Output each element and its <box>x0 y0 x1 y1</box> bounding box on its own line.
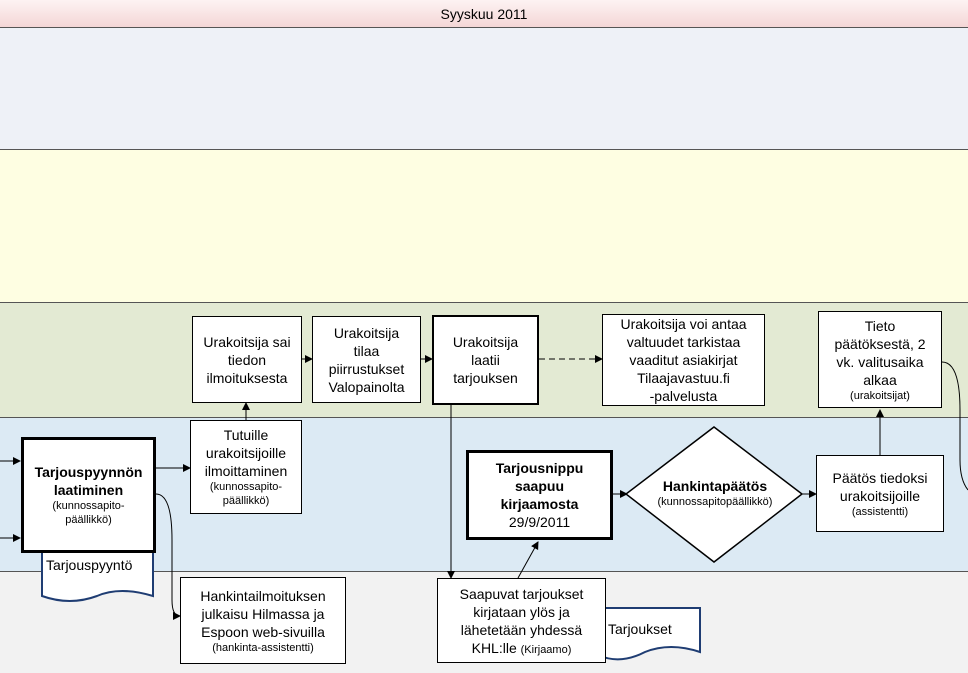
box-tutuille-ilmoittaminen: Tutuille urakoitsijoille ilmoittaminen (… <box>190 420 302 514</box>
box-text-line: KHL:lle (Kirjaamo) <box>472 639 572 657</box>
box-role-label: päällikkö) <box>222 495 270 507</box>
box-text-line: ilmoittaminen <box>204 463 288 479</box>
box-tarjouspyynnon-laatiminen: Tarjouspyynnön laatiminen (kunnossapito-… <box>21 437 156 553</box>
box-text-line: laatii <box>471 352 500 368</box>
box-role-label: (kunnossapito- <box>52 500 125 512</box>
swimlane-1 <box>0 28 968 150</box>
box-text-line: tilaa <box>353 342 380 359</box>
swimlane-2 <box>0 150 968 303</box>
box-text-line: kirjaamosta <box>500 496 579 512</box>
document-shape-tarjoukset <box>597 607 701 661</box>
box-role-label: (urakoitsijat) <box>850 389 910 402</box>
box-text-line: Urakoitsija <box>452 334 519 350</box>
decision-diamond <box>624 426 804 563</box>
box-text-line: vaaditut asiakirjat <box>629 352 738 368</box>
document-label-tarjouspyynto: Tarjouspyyntö <box>46 557 133 573</box>
box-tieto-paatoksesta: Tieto päätöksestä, 2 vk. valitusaika alk… <box>818 311 942 408</box>
box-text-line: -palvelusta <box>649 388 718 404</box>
box-text-line: Tilaajavastuu.fi <box>637 370 730 386</box>
box-text-line: Hankintailmoituksen <box>200 587 326 604</box>
box-role-label: (kunnossapito- <box>209 481 283 493</box>
box-text-line: vk. valitusaika <box>836 353 924 370</box>
decision-label: Hankintapäätös (kunnossapitopäällikkö) <box>640 478 790 509</box>
box-text-line: päätöksestä, 2 <box>834 335 926 352</box>
box-laatii-tarjouksen: Urakoitsija laatii tarjouksen <box>432 315 539 405</box>
box-text-line: urakoitsijoille <box>839 487 921 504</box>
box-text-line: Saapuvat tarjoukset <box>459 585 584 602</box>
box-date: 29/9/2011 <box>508 514 571 530</box>
box-role-label: (assistentti) <box>851 505 909 518</box>
box-text-line: lähetetään yhdessä <box>460 621 583 638</box>
box-text-line: saapuu <box>514 478 564 494</box>
box-text-line: kirjataan ylös ja <box>473 603 570 620</box>
box-text-line: ilmoituksesta <box>206 369 288 386</box>
box-text-khl: KHL:lle <box>471 639 517 656</box>
box-paatos-tiedoksi: Päätös tiedoksi urakoitsijoille (assiste… <box>816 455 944 532</box>
box-role-label: (Kirjaamo) <box>520 643 572 656</box>
box-text-line: Tarjouspyynnön <box>34 464 143 480</box>
box-text-line: julkaisu Hilmassa ja <box>201 605 325 622</box>
box-text-line: Valopainolta <box>328 378 405 395</box>
decision-role-label: (kunnossapitopäällikkö) <box>657 496 773 508</box>
box-text-line: tarjouksen <box>453 370 518 386</box>
box-text-line: Tieto <box>864 317 896 334</box>
box-text-line: alkaa <box>863 371 897 388</box>
box-text-line: Päätös tiedoksi <box>832 469 928 486</box>
box-text-line: Urakoitsija sai <box>203 333 291 350</box>
box-text-line: Urakoitsija voi antaa <box>620 316 747 332</box>
box-sai-tiedon: Urakoitsija sai tiedon ilmoituksesta <box>192 316 302 403</box>
box-text-line: Urakoitsija <box>333 324 400 341</box>
box-text-line: Tutuille <box>223 427 269 443</box>
box-tarjousnippu-saapuu: Tarjousnippu saapuu kirjaamosta 29/9/201… <box>466 450 613 540</box>
document-shape-tarjouspyynto <box>41 551 154 602</box>
box-text-line: tiedon <box>227 351 267 368</box>
box-valtuudet: Urakoitsija voi antaa valtuudet tarkista… <box>602 314 765 406</box>
box-hankintailmoitus: Hankintailmoituksen julkaisu Hilmassa ja… <box>180 577 346 664</box>
header-title: Syyskuu 2011 <box>440 5 528 22</box>
decision-title: Hankintapäätös <box>662 478 768 494</box>
box-text-line: urakoitsijoille <box>205 445 287 461</box>
box-text-line: laatiminen <box>53 482 124 498</box>
box-role-label: päällikkö) <box>65 514 112 526</box>
box-tilaa-piirrustukset: Urakoitsija tilaa piirrustukset Valopain… <box>312 316 421 403</box>
document-label-tarjoukset: Tarjoukset <box>608 621 672 637</box>
box-text-line: piirrustukset <box>328 360 405 377</box>
box-text-line: Espoon web-sivuilla <box>201 623 325 640</box>
box-text-line: Tarjousnippu <box>495 460 584 476</box>
box-role-label: (hankinta-assistentti) <box>212 641 314 654</box>
timeline-header: Syyskuu 2011 <box>0 0 968 28</box>
box-saapuvat-tarjoukset: Saapuvat tarjoukset kirjataan ylös ja lä… <box>437 578 606 663</box>
box-text-line: valtuudet tarkistaa <box>626 334 741 350</box>
